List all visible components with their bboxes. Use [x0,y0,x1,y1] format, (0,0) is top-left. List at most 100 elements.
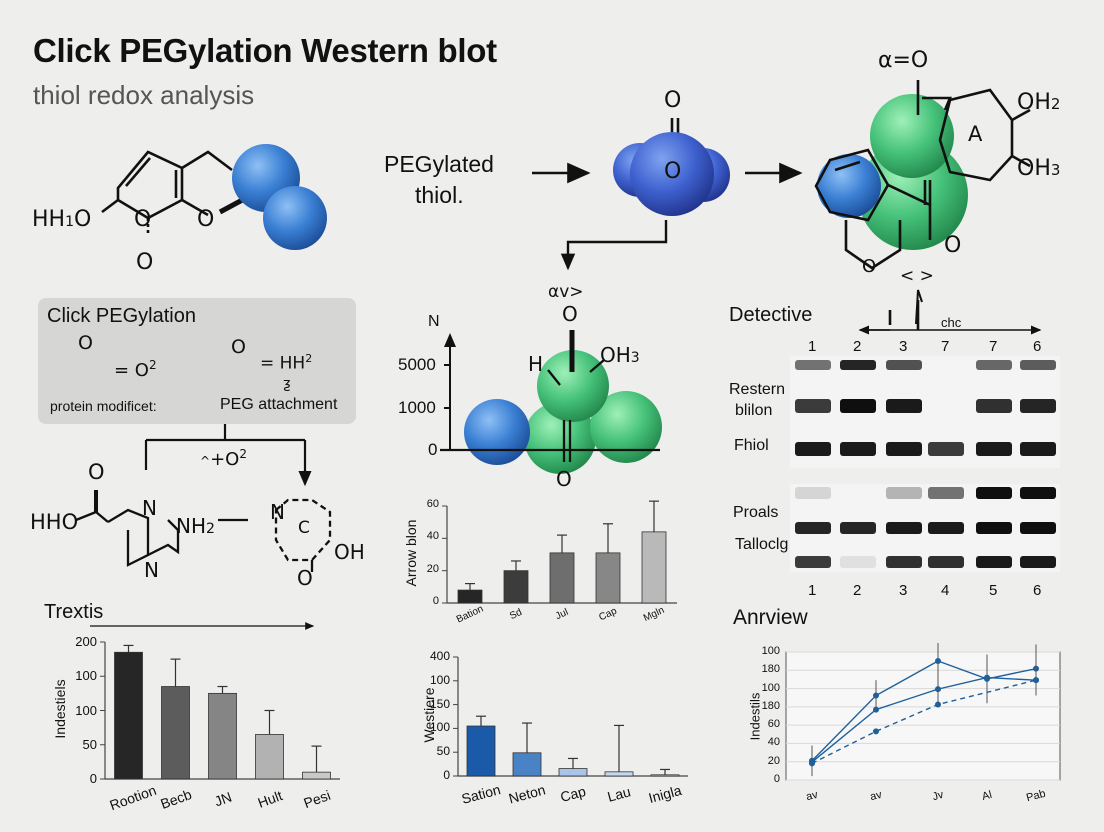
molecule-top-right [814,80,1042,335]
blot-band [840,399,876,413]
page-title: Click PEGylation Western blot [33,32,497,69]
data-point [873,692,879,699]
y-tick-label: 180 [761,699,780,712]
molecule-top-left [101,150,248,236]
chart4-title: Anrview [733,606,808,629]
y-tick-label: 20 [426,562,439,575]
y-tick-label: 100 [761,681,780,694]
thiol-label: thiol. [415,182,464,208]
y-tick-label: 40 [767,736,780,749]
blot-band [795,522,831,534]
y-tick-label: 40 [426,530,439,543]
bar-chart [100,641,340,780]
o-atom: O [664,88,682,113]
o-atom: O [88,460,105,484]
western-blot [790,356,1060,572]
blot-band [886,399,922,413]
y-tick-label: 60 [426,498,439,510]
blot-band [976,442,1012,456]
bar [558,768,588,777]
blot-band [928,556,964,568]
blue-sphere [464,399,530,465]
bar [457,589,483,604]
blot-band [840,556,876,568]
y-tick-label: 150 [429,696,450,711]
arrow-down [560,220,668,271]
right-caption: PEG attachment [220,396,338,413]
left-caption: protein modificet: [50,398,157,414]
n-atom: N [142,496,157,520]
blot-band [928,487,964,499]
blot-band [795,360,831,370]
chart1-title: Trextis [44,601,104,623]
green-sphere [537,350,609,422]
blot-lane-label: 3 [899,582,908,599]
blot-band [976,487,1012,499]
blot-band [886,360,922,370]
center-molecule-bonds [440,330,660,462]
blot-band [976,556,1012,568]
blot-row-label: Restern [729,381,786,398]
bar-chart [453,656,688,777]
oh2-label: OH2 [1017,90,1061,115]
blot-row-label: Fhiol [734,437,769,454]
blot-band [1020,487,1056,499]
y-tick-label: 0 [89,771,97,786]
data-point [1033,677,1039,684]
blot-band [840,442,876,456]
oh-label: OH [334,540,365,564]
arrow-label: αv> [548,282,584,302]
blot-band [1020,556,1056,568]
blot-band [1020,360,1056,370]
pegylated-label: PEGylated [384,151,494,177]
n-atom: N [144,558,159,582]
y-tick-label: 100 [75,702,97,718]
o-atom: O [297,566,313,590]
y-tick-label: 100 [761,645,780,657]
y-tick-label: 0 [432,595,439,607]
data-point [873,706,879,713]
h-atom: H [528,352,544,376]
bar [641,531,667,604]
bar [604,771,634,777]
blot-lane-label: 7 [941,338,950,355]
blot-band [840,522,876,534]
y-tick-0: 0 [428,440,438,459]
y-axis-label: Westiere [421,687,437,742]
y-tick-1000: 1000 [398,398,436,417]
blot-band [1020,399,1056,413]
blot-band [840,360,876,370]
data-point [935,686,941,693]
line-chart [785,643,1061,781]
blot-row-label: blilon [735,402,773,419]
y-tick-label: 100 [429,672,450,687]
branch-label: ^+O2 [200,447,247,470]
bar [595,552,621,604]
click-panel-title: Click PEGylation [47,305,196,327]
data-point [809,760,815,767]
o-atom: O [862,256,877,277]
blot-lane-label: 1 [808,338,817,355]
y-tick-label: 100 [429,720,450,735]
blot-band [886,556,922,568]
o-atom: O [197,207,215,232]
c-atom: C [298,518,310,538]
blue-sphere [630,132,714,216]
n-atom: N [270,500,285,524]
blot-band [886,487,922,499]
blot-band [795,442,831,456]
blot-band [1020,442,1056,456]
y-tick-5000: 5000 [398,355,436,374]
y-tick-label: 20 [767,754,780,767]
data-point [935,701,941,708]
bar [302,771,331,780]
blue-sphere [263,186,327,250]
blot-band [976,522,1012,534]
alpha-o-label: α=O [878,48,929,73]
bar [161,686,190,780]
blot-band [795,487,831,499]
y-tick-label: 60 [767,718,780,731]
ring-label: A [968,122,983,146]
y-tick-label: 0 [443,768,450,782]
